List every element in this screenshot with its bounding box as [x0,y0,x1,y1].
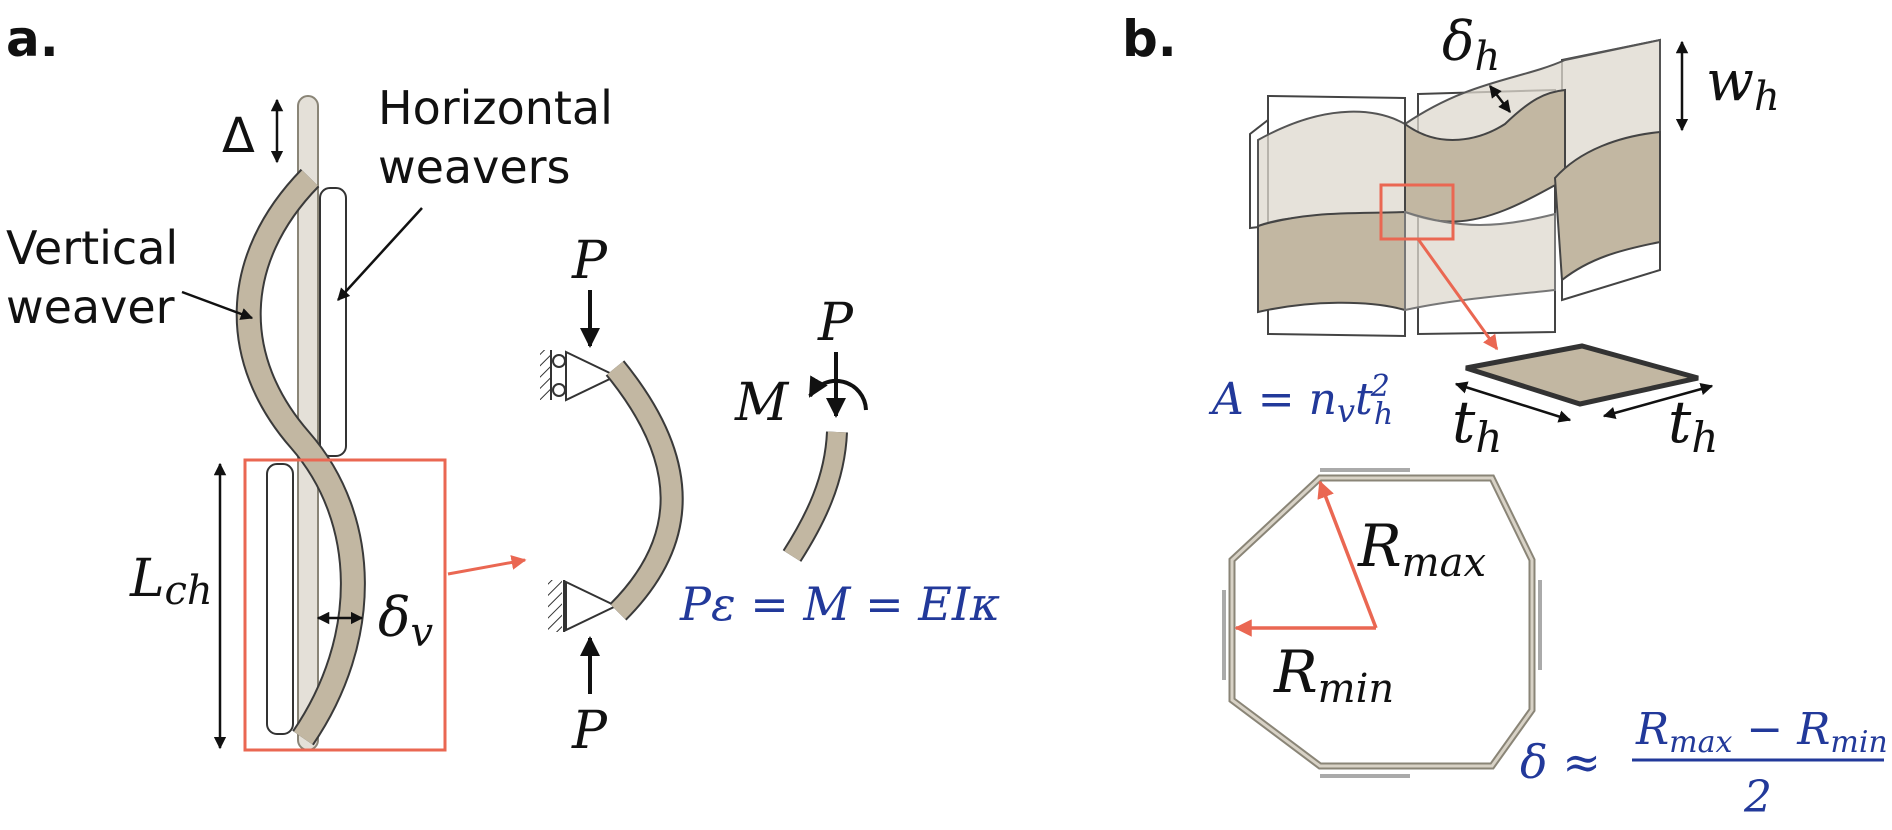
th-dimension-right [1602,382,1714,420]
top-roller-support [565,350,619,402]
highlight-box-a [243,458,447,752]
p-bottom-label: P [571,701,608,761]
delta-fraction-denominator: 2 [1743,772,1772,823]
delta-fraction-numerator: Rmax − Rmin [1635,704,1888,760]
bottom-support-hatch [548,580,562,632]
th-dimension-left [1454,381,1572,423]
horizontal-weaver-lower [266,463,294,735]
vertical-weaver-label-line1: Vertical [6,221,178,275]
highlight-arrow-a [447,555,527,576]
horizontal-weaver-lower-band [1257,210,1406,314]
deltah-label: δh [1442,10,1500,80]
th-label-left: th [1452,388,1502,462]
horizontal-weavers-pointer [337,207,423,301]
rmax-label: Rmax [1357,512,1486,586]
horizontal-weavers-label-line1: Horizontal [378,81,613,135]
deltav-label: δv [378,586,434,656]
equilibrium-equation: Pε = M = EIκ [679,577,1000,631]
rmin-label: Rmin [1273,638,1394,712]
vertical-weaver-pointer [181,290,254,320]
top-support-hatch [540,350,550,400]
panel-b-label: b. [1122,10,1177,68]
free-body-segment [784,431,846,561]
p-moment-label: P [817,293,854,353]
horizontal-weaver-upper [319,187,347,457]
bottom-pin-support [565,580,619,632]
panel-a-label: a. [6,10,59,68]
delta-equation-lhs: δ ≈ [1520,735,1601,789]
th-label-right: th [1668,388,1718,462]
wh-label: wh [1706,49,1780,120]
p-top-label: P [571,231,608,291]
highlight-box-b [1379,183,1455,241]
deltah-dimension [1489,85,1511,113]
horizontal-weavers-label-line2: weavers [378,140,571,194]
moment-arrow [808,375,868,411]
bent-column [607,361,682,620]
delta-label: Δ [222,108,255,164]
highlight-arrow-b [1416,238,1499,351]
vertical-weaver-label-line2: weaver [6,280,175,334]
vertical-weaver [237,170,364,745]
lch-label: Lch [129,549,213,614]
rmax-radius [1317,480,1378,629]
cross-section [1465,343,1699,407]
m-label: M [734,373,790,433]
